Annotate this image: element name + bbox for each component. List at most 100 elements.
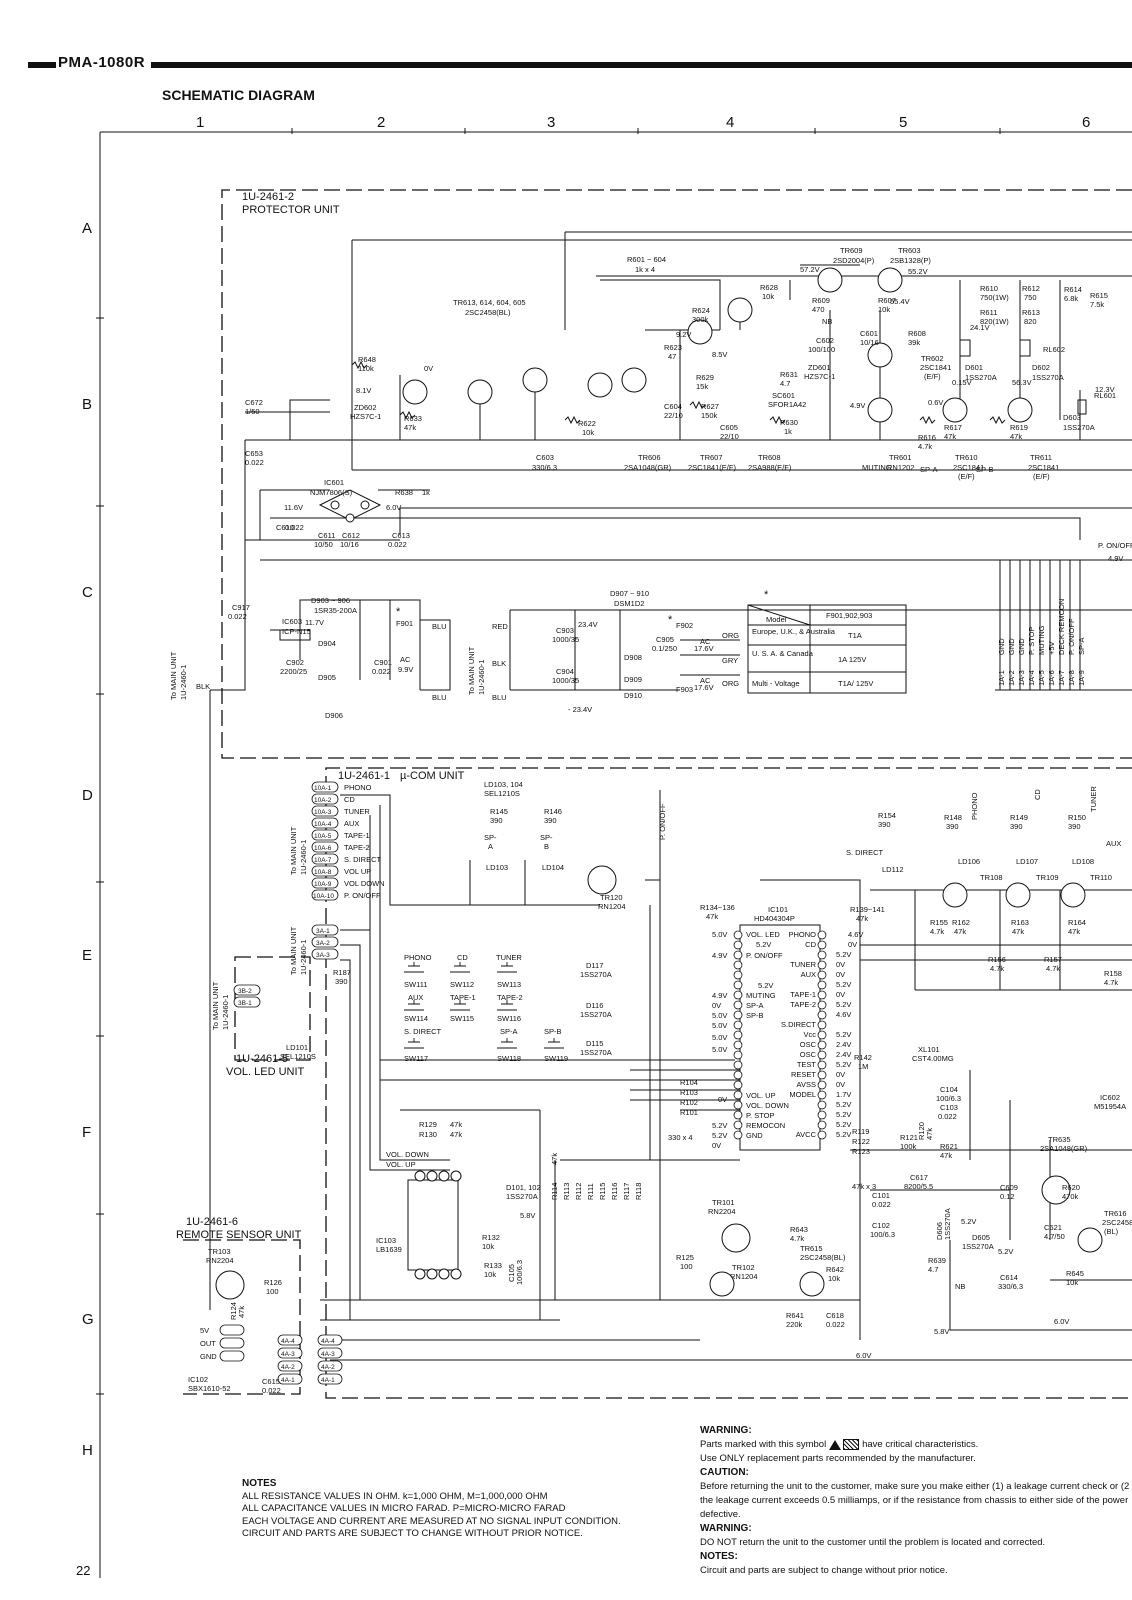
label-r146-value: 390 (544, 816, 557, 825)
label-zd601: ZD601 (808, 363, 831, 372)
svg-text:5.8V: 5.8V (520, 1211, 535, 1220)
svg-text:R619: R619 (1010, 423, 1028, 432)
warning-text-a: Parts marked with this symbol (700, 1439, 827, 1451)
svg-text:R157: R157 (1044, 955, 1062, 964)
label-d907-910-type: DSM1D2 (614, 599, 644, 608)
svg-text:CD: CD (805, 940, 816, 949)
svg-text:P. STOP: P. STOP (746, 1111, 775, 1120)
label-tr101: TR101 (712, 1198, 735, 1207)
svg-text:R133: R133 (484, 1261, 502, 1270)
vol-led-unit-id: 1U-2461-5 (236, 1053, 288, 1065)
svg-text:5.2V: 5.2V (712, 1131, 727, 1140)
label-tr611: TR611 (1030, 453, 1052, 462)
svg-text:MODEL: MODEL (789, 1090, 816, 1099)
svg-text:39k: 39k (908, 338, 920, 347)
svg-text:D910: D910 (624, 691, 642, 700)
svg-text:4.7k: 4.7k (918, 442, 932, 451)
grid-row-h: H (82, 1442, 93, 1459)
svg-text:P. ON/OFF: P. ON/OFF (1067, 618, 1076, 655)
svg-text:5.8V: 5.8V (934, 1327, 949, 1336)
svg-text:C604: C604 (664, 402, 682, 411)
fuse-table-row3-model: Multi - Voltage (752, 679, 800, 688)
svg-text:150k: 150k (701, 411, 718, 420)
svg-text:R117: R117 (622, 1183, 631, 1200)
svg-text:CD: CD (457, 953, 468, 962)
svg-text:9.9V: 9.9V (398, 665, 413, 674)
label-tr615-type: 2SC2458(BL) (800, 1253, 846, 1262)
label-sc601-type: SFOR1A42 (768, 400, 806, 409)
svg-text:R162: R162 (952, 918, 970, 927)
label-tr601-type: RN1202 (887, 463, 915, 472)
svg-text:4.7: 4.7 (928, 1265, 938, 1274)
label-tr602: TR602 (921, 354, 944, 363)
caution-line: Before returning the unit to the custome… (700, 1481, 1130, 1493)
label-tr103-type: RN2204 (206, 1256, 234, 1265)
svg-text:4A-3: 4A-3 (281, 1351, 295, 1358)
label-r139-141: R139~141 (850, 905, 885, 914)
svg-text:4.7: 4.7 (780, 379, 790, 388)
label-tr635: TR635 (1048, 1135, 1071, 1144)
label-tr608: TR608 (758, 453, 781, 462)
svg-text:5.0V: 5.0V (712, 1045, 727, 1054)
svg-text:0V: 0V (848, 940, 857, 949)
label-tr102: TR102 (732, 1263, 755, 1272)
svg-text:0.022: 0.022 (372, 667, 391, 676)
svg-text:22/10: 22/10 (664, 411, 683, 420)
svg-text:C601: C601 (860, 329, 878, 338)
svg-text:330 x 4: 330 x 4 (668, 1133, 693, 1142)
svg-text:330/6.3: 330/6.3 (998, 1282, 1023, 1291)
svg-text:R648: R648 (358, 355, 376, 364)
critical-triangle-icon (828, 1439, 841, 1450)
svg-text:R627: R627 (701, 402, 719, 411)
svg-text:C905: C905 (656, 635, 674, 644)
svg-text:TUNER: TUNER (496, 953, 522, 962)
label-remote-5v: 5V (200, 1326, 209, 1335)
remote-unit-id: 1U-2461-6 (186, 1216, 238, 1228)
svg-text:AC: AC (400, 655, 411, 664)
warning-heading-2: WARNING: (700, 1523, 752, 1535)
svg-text:C917: C917 (232, 603, 250, 612)
label-zd602-type: HZS7C-1 (350, 412, 381, 421)
svg-text:3A-1: 3A-1 (316, 928, 330, 935)
label-d117: D117 (586, 961, 603, 970)
svg-text:R610: R610 (980, 284, 998, 293)
to-main-unit-id-4: 1U-2460-1 (299, 940, 308, 975)
svg-text:R616: R616 (918, 433, 936, 442)
svg-text:47k: 47k (925, 1128, 934, 1140)
svg-text:PHONO: PHONO (404, 953, 432, 962)
svg-text:SW111: SW111 (404, 980, 427, 989)
svg-text:390: 390 (946, 822, 959, 831)
remote-unit-name: REMOTE SENSOR UNIT (176, 1229, 302, 1241)
svg-text:220k: 220k (786, 1320, 803, 1329)
svg-text:820(1W): 820(1W) (980, 317, 1009, 326)
grid-row-d: D (82, 787, 93, 804)
svg-text:C617: C617 (910, 1173, 928, 1182)
label-remote-out: OUT (200, 1339, 216, 1348)
svg-text:D904: D904 (318, 639, 336, 648)
svg-text:0.022: 0.022 (872, 1200, 891, 1209)
svg-text:R612: R612 (1022, 284, 1040, 293)
svg-text:C672: C672 (245, 398, 263, 407)
svg-text:TAPE-2: TAPE-2 (790, 1000, 816, 1009)
to-main-unit-id-1: 1U-2460-1 (179, 665, 188, 700)
svg-text:0.12: 0.12 (1000, 1192, 1015, 1201)
svg-text:0V: 0V (718, 1095, 727, 1104)
svg-text:NB: NB (822, 317, 832, 326)
svg-text:R609: R609 (812, 296, 830, 305)
svg-text:C903: C903 (556, 626, 574, 635)
svg-text:8.5V: 8.5V (712, 350, 727, 359)
svg-text:R122: R122 (852, 1137, 870, 1146)
svg-text:C102: C102 (872, 1221, 890, 1230)
to-main-unit-id-3: 1U-2460-1 (299, 840, 308, 875)
caution-line: the leakage current exceeds 0.5 milliamp… (700, 1495, 1129, 1507)
ic103-body (407, 1170, 462, 1280)
grid-row-g: G (82, 1311, 94, 1328)
svg-text:F901: F901 (396, 619, 413, 628)
svg-text:R645: R645 (1066, 1269, 1084, 1278)
svg-text:1000/35: 1000/35 (552, 676, 579, 685)
label-r126: R126 (264, 1278, 282, 1287)
grid-column-4: 4 (726, 114, 735, 131)
label-tr109: TR109 (1036, 873, 1059, 882)
svg-text:5.2V: 5.2V (756, 940, 771, 949)
